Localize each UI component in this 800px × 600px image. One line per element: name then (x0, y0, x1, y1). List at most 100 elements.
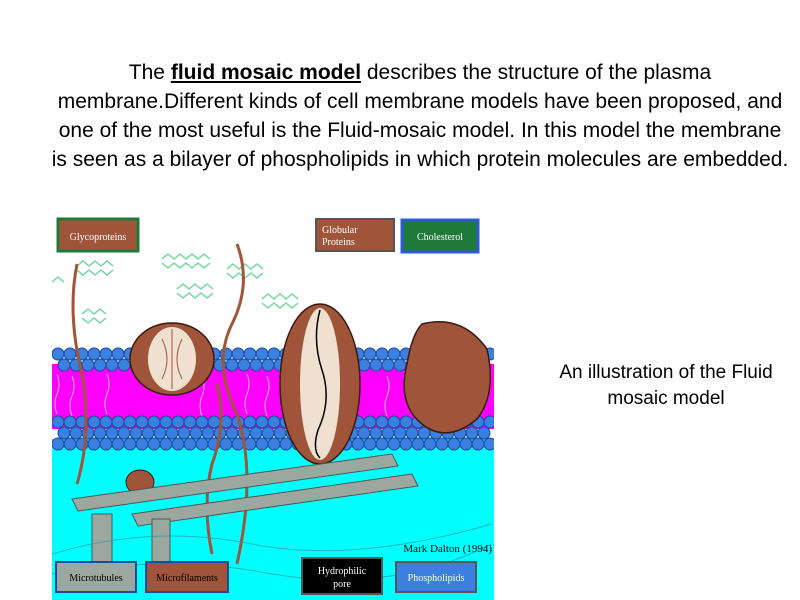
phospholipid-head (471, 437, 485, 451)
svg-text:Globular: Globular (322, 225, 358, 236)
phospholipid-head (459, 437, 473, 451)
phospholipid-head (52, 415, 65, 429)
phospholipid-head (225, 426, 239, 440)
phospholipid-head (111, 437, 125, 451)
phospholipid-head (105, 358, 119, 372)
phospholipid-head (477, 426, 491, 440)
phospholipid-head (375, 347, 389, 361)
globular-protein-center (279, 303, 361, 465)
label-hydrophilic-pore: Hydrophilic pore (301, 557, 383, 595)
globular-protein-right (403, 321, 492, 434)
svg-text:Proteins: Proteins (322, 237, 355, 248)
phospholipid-head (63, 415, 77, 429)
phospholipid-head (249, 426, 263, 440)
phospholipid-head (369, 426, 383, 440)
phospholipid-head (99, 415, 113, 429)
figure-caption: An illustration of the Fluid mosaic mode… (559, 362, 773, 409)
phospholipid-head (279, 437, 293, 451)
phospholipid-head (69, 426, 83, 440)
phospholipid-head (363, 437, 377, 451)
phospholipid-head (135, 437, 149, 451)
phospholipid-head (381, 426, 395, 440)
svg-text:Microfilaments: Microfilaments (156, 573, 218, 584)
phospholipid-head (255, 415, 269, 429)
microtubules (71, 453, 419, 575)
globular-protein-left (129, 322, 215, 396)
phospholipid-head (81, 358, 95, 372)
phospholipid-head (123, 437, 137, 451)
phospholipid-head (63, 347, 77, 361)
phospholipid-head (111, 347, 125, 361)
phospholipid-head (447, 437, 461, 451)
phospholipid-head (81, 426, 95, 440)
label-glycoproteins: Glycoproteins (56, 217, 140, 253)
phospholipid-head (393, 426, 407, 440)
phospholipid-head (363, 415, 377, 429)
phospholipid-head (201, 426, 215, 440)
phospholipid-head (117, 358, 131, 372)
phospholipid-head (261, 426, 275, 440)
phospholipid-head (99, 347, 113, 361)
phospholipid-head (423, 437, 437, 451)
phospholipid-head (267, 415, 281, 429)
phospholipid-head (267, 437, 281, 451)
phospholipid-head (135, 415, 149, 429)
label-microtubules: Microtubules (55, 561, 137, 593)
svg-text:Glycoproteins: Glycoproteins (70, 232, 127, 243)
phospholipid-head (255, 437, 269, 451)
phospholipid-head (483, 415, 494, 429)
phospholipid-head (375, 437, 389, 451)
phospholipid-head (207, 415, 221, 429)
phospholipid-head (195, 415, 209, 429)
phospholipid-head (189, 426, 203, 440)
phospholipid-head (147, 437, 161, 451)
phospholipid-head (387, 437, 401, 451)
phospholipid-head (87, 347, 101, 361)
phospholipid-head (57, 358, 71, 372)
label-globular-proteins: Globular Proteins (315, 218, 395, 252)
phospholipid-head (159, 415, 173, 429)
phospholipid-head (52, 347, 65, 361)
svg-text:Microtubules: Microtubules (69, 573, 122, 584)
phospholipid-head (57, 426, 71, 440)
phospholipid-head (237, 358, 251, 372)
phospholipid-head (177, 426, 191, 440)
phospholipid-head (99, 437, 113, 451)
phospholipid-head (87, 437, 101, 451)
phospholipid-head (465, 426, 479, 440)
phospholipid-head (93, 426, 107, 440)
phospholipid-head (273, 426, 287, 440)
phospholipid-head (357, 426, 371, 440)
phospholipid-head (171, 437, 185, 451)
phospholipid-head (225, 358, 239, 372)
phospholipid-head (411, 437, 425, 451)
phospholipid-head (171, 415, 185, 429)
phospholipid-head (267, 347, 281, 361)
phospholipid-head (435, 437, 449, 451)
phospholipid-head (87, 415, 101, 429)
phospholipid-head (351, 437, 365, 451)
label-cholesterol: Cholesterol (400, 218, 480, 254)
credit-text: Mark Dalton (1994) (403, 543, 492, 555)
phospholipid-head (231, 347, 245, 361)
phospholipid-head (483, 437, 494, 451)
svg-text:Hydrophilic: Hydrophilic (318, 566, 367, 577)
phospholipid-head (93, 358, 107, 372)
phospholipid-head (195, 437, 209, 451)
phospholipid-head (219, 437, 233, 451)
phospholipid-head (387, 415, 401, 429)
phospholipid-head (141, 426, 155, 440)
phospholipid-head (153, 426, 167, 440)
phospholipid-head (111, 415, 125, 429)
phospholipid-head (63, 437, 77, 451)
phospholipid-head (165, 426, 179, 440)
glycoprotein-stalks (71, 243, 249, 565)
intro-body: describes the structure of the plasma me… (51, 61, 789, 171)
phospholipid-head (375, 415, 389, 429)
phospholipid-head (147, 415, 161, 429)
phospholipid-head (159, 437, 173, 451)
fluid-mosaic-model-term: fluid mosaic model (170, 61, 362, 84)
intro-lead: The (128, 61, 171, 84)
svg-text:Phospholipids: Phospholipids (408, 573, 465, 584)
phospholipid-head (183, 415, 197, 429)
